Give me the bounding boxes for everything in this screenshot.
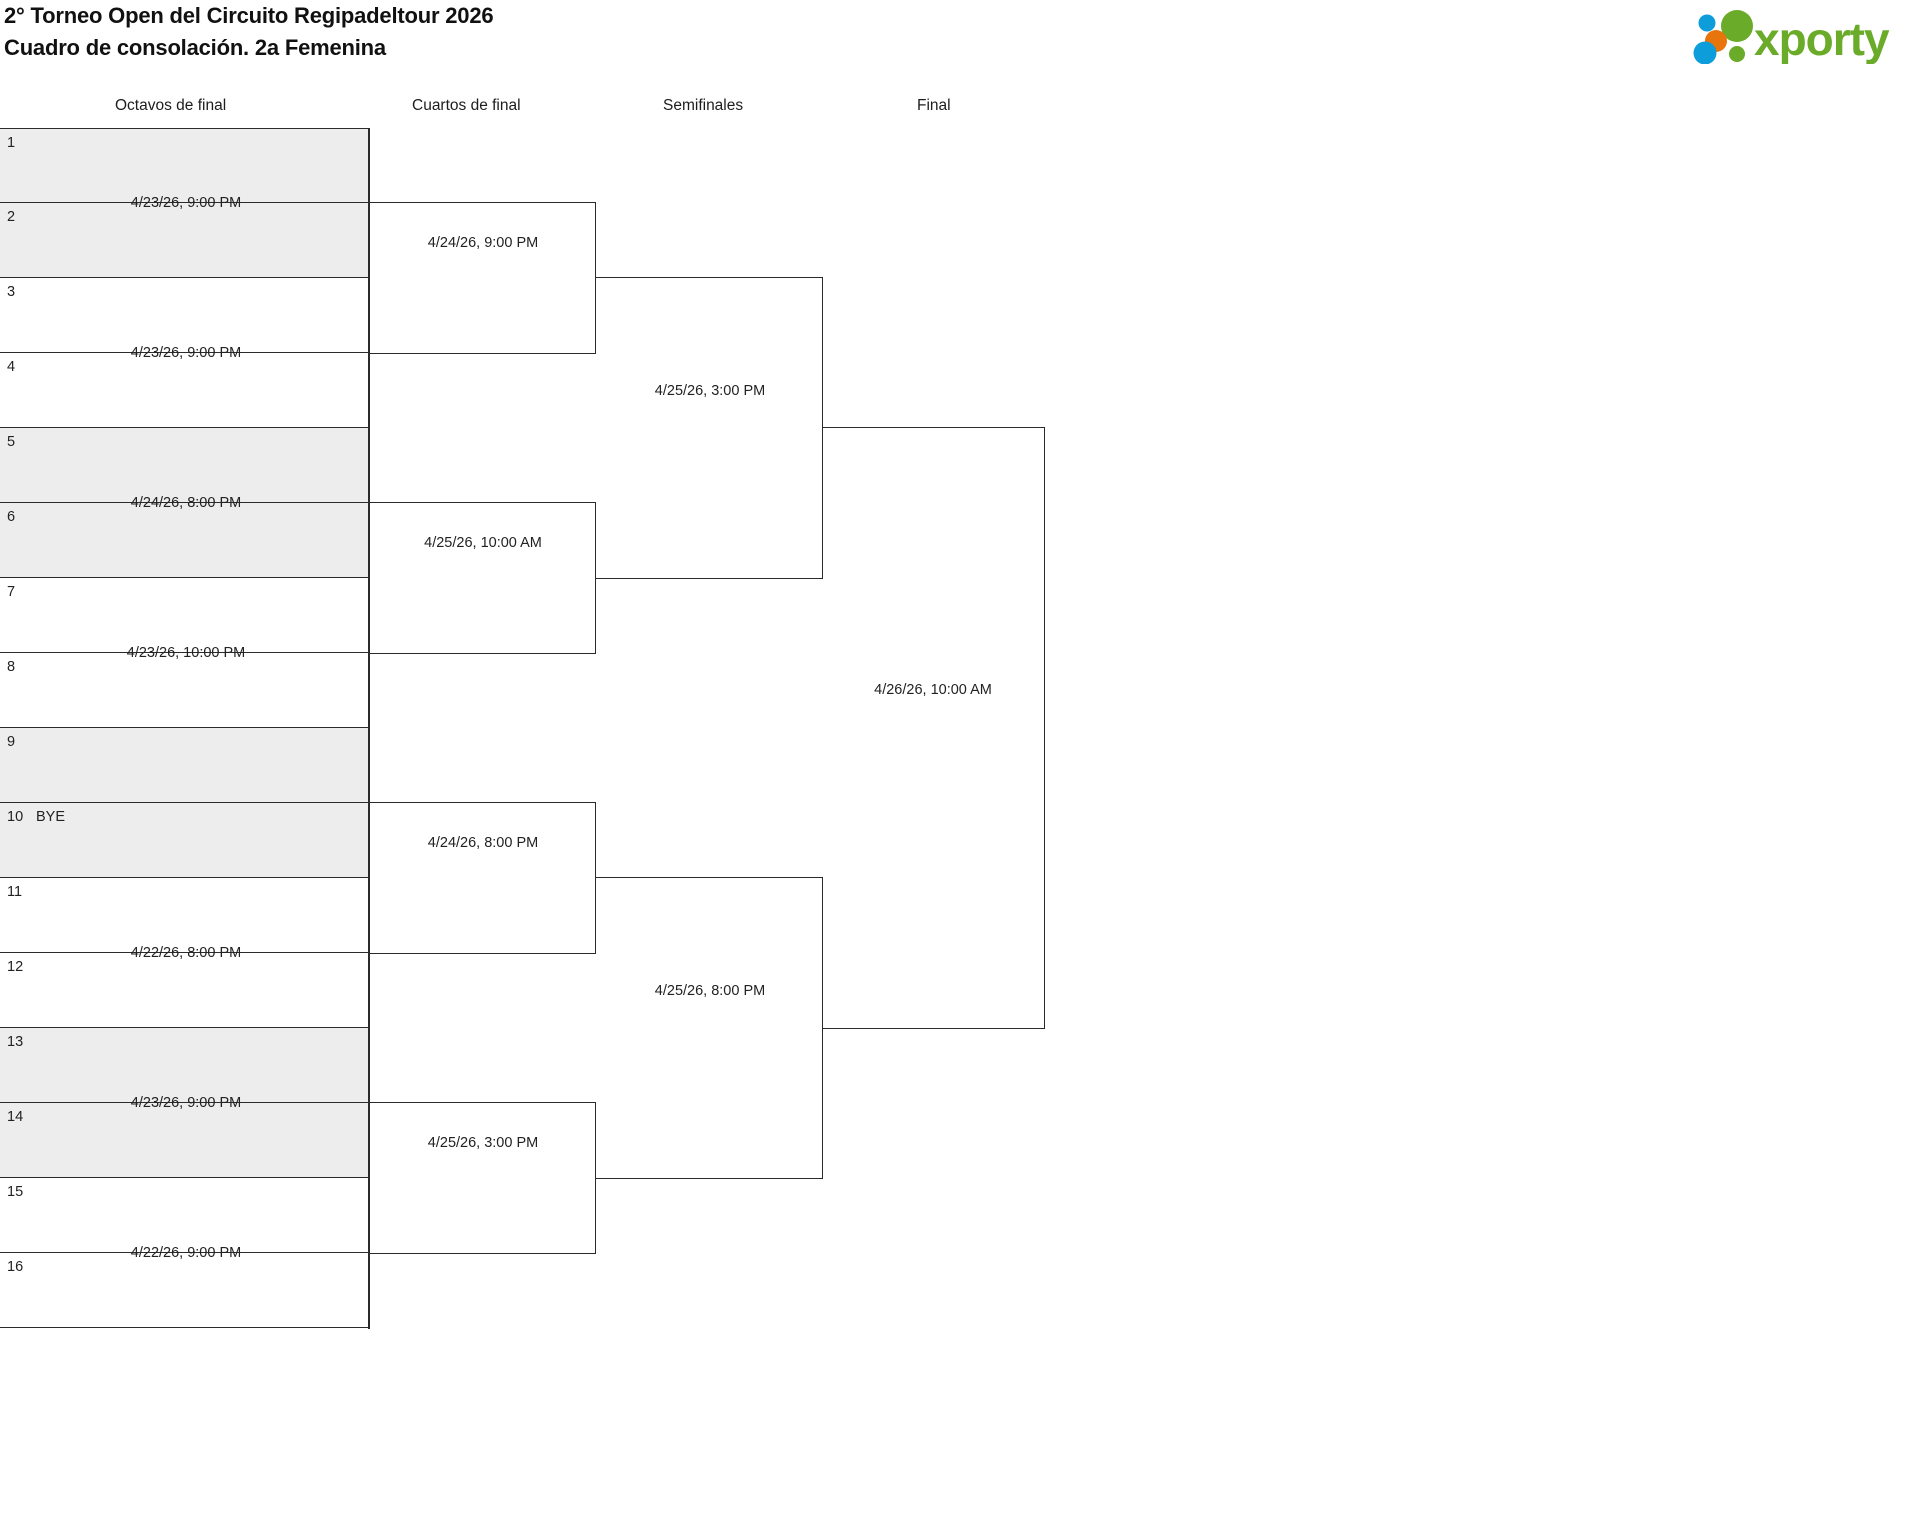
seed-slot-8[interactable]: 8 [0, 653, 370, 728]
match-date-r16-1[interactable]: 4/23/26, 9:00 PM [130, 195, 242, 211]
bracket-connector-final [823, 427, 1045, 1029]
seed-slot-5[interactable]: 5 [0, 428, 370, 503]
seed-number: 4 [7, 359, 16, 375]
seed-slot-13[interactable]: 13 [0, 1028, 370, 1103]
match-date-r16-3[interactable]: 4/24/26, 8:00 PM [130, 495, 242, 511]
match-date-qf4[interactable]: 4/25/26, 3:00 PM [427, 1135, 539, 1151]
seed-number: 12 [7, 959, 24, 975]
bracket-connector-sf1 [596, 277, 823, 579]
seed-slot-2[interactable]: 2 [0, 203, 370, 278]
bracket-connector-qf1 [370, 202, 596, 354]
seed-number: 14 [7, 1109, 24, 1125]
round-header-octavos: Octavos de final [115, 97, 227, 114]
round1-column-edge [368, 128, 370, 1329]
round-header-cuartos: Cuartos de final [412, 97, 521, 114]
seed-slot-6[interactable]: 6 [0, 503, 370, 578]
match-date-sf2[interactable]: 4/25/26, 8:00 PM [654, 983, 766, 999]
seed-number: 5 [7, 434, 16, 450]
seed-number: 13 [7, 1034, 24, 1050]
match-date-r16-6[interactable]: 4/22/26, 8:00 PM [130, 945, 242, 961]
match-date-r16-8[interactable]: 4/22/26, 9:00 PM [130, 1245, 242, 1261]
svg-text:xporty: xporty [1754, 13, 1890, 64]
page-title: 2° Torneo Open del Circuito Regipadeltou… [4, 0, 1204, 64]
bracket-connector-qf2 [370, 502, 596, 654]
seed-number: 9 [7, 734, 16, 750]
logo-wordmark: xporty [1754, 13, 1891, 64]
seed-slot-4[interactable]: 4 [0, 353, 370, 428]
logo-dots-icon [1693, 10, 1753, 64]
seed-slot-1[interactable]: 1 [0, 128, 370, 203]
seed-slot-16[interactable]: 16 [0, 1253, 370, 1328]
seed-number: 16 [7, 1259, 24, 1275]
bracket-connector-qf3 [370, 802, 596, 954]
seed-number: 1 [7, 135, 16, 151]
seed-slot-12[interactable]: 12 [0, 953, 370, 1028]
seed-slot-11[interactable]: 11 [0, 878, 370, 953]
match-date-r16-7[interactable]: 4/23/26, 9:00 PM [130, 1095, 242, 1111]
seed-number: 10 [7, 809, 24, 825]
match-date-qf1[interactable]: 4/24/26, 9:00 PM [427, 235, 539, 251]
match-date-r16-4[interactable]: 4/23/26, 10:00 PM [126, 645, 246, 661]
seed-number: 3 [7, 284, 16, 300]
seed-slot-3[interactable]: 3 [0, 278, 370, 353]
seed-slot-7[interactable]: 7 [0, 578, 370, 653]
seed-slot-10[interactable]: 10 BYE [0, 803, 370, 878]
match-date-qf2[interactable]: 4/25/26, 10:00 AM [424, 535, 542, 551]
bracket-subtitle: Cuadro de consolación. 2a Femenina [4, 35, 386, 60]
round-header-final: Final [917, 97, 951, 114]
seed-number: 7 [7, 584, 16, 600]
match-date-qf3[interactable]: 4/24/26, 8:00 PM [427, 835, 539, 851]
seed-number: 8 [7, 659, 16, 675]
seed-number: 6 [7, 509, 16, 525]
match-date-r16-2[interactable]: 4/23/26, 9:00 PM [130, 345, 242, 361]
seed-slot-14[interactable]: 14 [0, 1103, 370, 1178]
match-date-sf1[interactable]: 4/25/26, 3:00 PM [654, 383, 766, 399]
seed-number: 2 [7, 209, 16, 225]
seed-slot-9[interactable]: 9 [0, 728, 370, 803]
seed-slot-15[interactable]: 15 [0, 1178, 370, 1253]
tournament-name: 2° Torneo Open del Circuito Regipadeltou… [4, 3, 494, 28]
bracket-connector-sf2 [596, 877, 823, 1179]
xporty-logo[interactable]: xporty [1692, 8, 1902, 64]
seed-number: 15 [7, 1184, 24, 1200]
bracket-connector-qf4 [370, 1102, 596, 1254]
round-header-semifinales: Semifinales [663, 97, 744, 114]
seed-name: BYE [36, 809, 66, 825]
seed-number: 11 [7, 884, 23, 900]
match-date-final[interactable]: 4/26/26, 10:00 AM [874, 682, 992, 698]
